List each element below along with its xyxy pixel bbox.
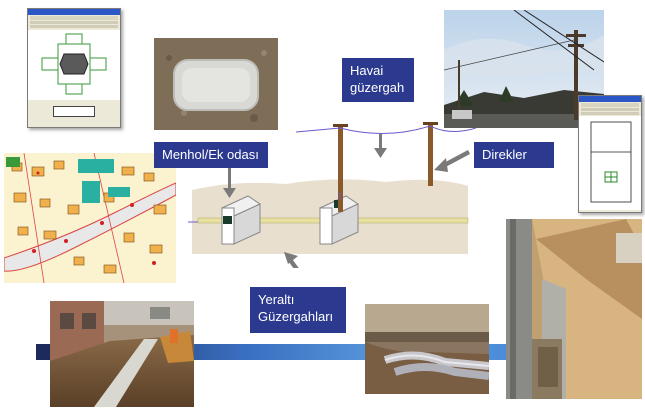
manhole-plan-drawing [28, 30, 120, 100]
arrow-direkler [434, 150, 470, 172]
label-havai-guzergah: Havai güzergah [342, 58, 414, 102]
overhead-cable [339, 125, 431, 134]
label-direkler: Direkler [474, 142, 554, 168]
overhead-poles-photo [444, 10, 604, 128]
pole-left [338, 124, 343, 212]
label-yeralti-guzergahlari: Yeraltı Güzergahları [250, 287, 346, 333]
arrow-menhol [223, 168, 236, 198]
label-menhol-ek-odasi: Menhol/Ek odası [154, 142, 268, 168]
cad-window-pole-detail[interactable] [578, 95, 642, 213]
cad-window-manhole-plan[interactable] [27, 8, 121, 128]
route-diagram [188, 122, 476, 268]
conduit-pipes-photo [365, 304, 489, 394]
arrow-havai [374, 134, 387, 158]
trench-photo-street [50, 301, 194, 407]
manhole-cover-photo [154, 38, 278, 130]
trench-photo-side [506, 219, 642, 399]
pole-right [428, 122, 433, 186]
cadastral-map [4, 153, 176, 283]
manhole-box-1 [220, 195, 262, 245]
arrow-yeralti [284, 252, 299, 268]
pole-detail-drawing [579, 116, 641, 210]
input-field[interactable] [53, 106, 95, 117]
